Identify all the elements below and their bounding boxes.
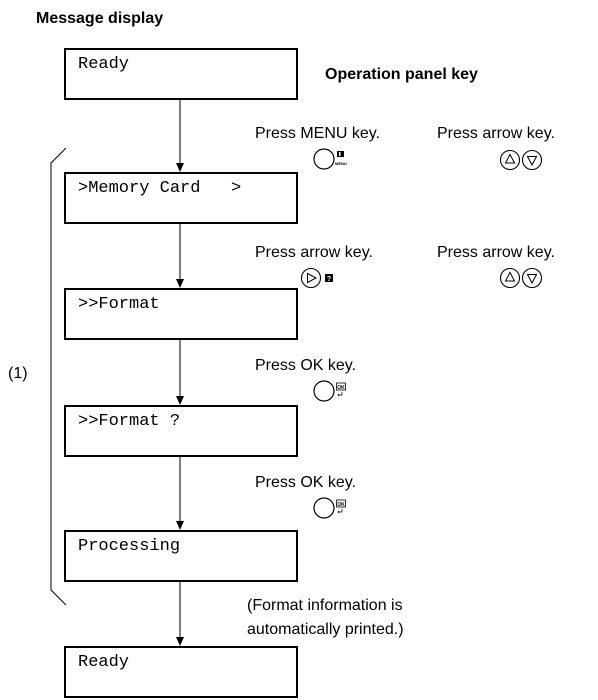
ok-key-icon: OK [313, 497, 346, 519]
message-display-heading: Message display [36, 10, 164, 27]
lcd-screen-ready: Ready [64, 48, 298, 100]
arrow-down-icon [176, 396, 184, 405]
operation-panel-key-heading: Operation panel key [325, 66, 478, 83]
lcd-text: Processing [78, 537, 181, 556]
lcd-text: >>Format [78, 295, 160, 314]
lcd-screen-ready-final: Ready [64, 646, 298, 698]
ok-key-label: OK [337, 385, 345, 391]
arrow-down-icon [176, 279, 184, 288]
format-info-line1: (Format information is [247, 597, 403, 614]
arrow-down-icon [176, 521, 184, 530]
menu-key-icon: MENU [313, 148, 347, 170]
instruction-press-menu: Press MENU key. [255, 125, 381, 142]
up-down-arrow-keys-icon [499, 267, 543, 289]
instruction-press-arrow-2: Press arrow key. [255, 244, 373, 261]
menu-key-label: MENU [335, 161, 347, 166]
lcd-screen-processing: Processing [64, 530, 298, 582]
lcd-screen-format: >>Format [64, 288, 298, 340]
instruction-press-ok-1: Press OK key. [255, 357, 357, 374]
instruction-press-arrow-1: Press arrow key. [437, 125, 555, 142]
lcd-screen-format-confirm: >>Format ? [64, 405, 298, 457]
lcd-text: Ready [78, 653, 130, 672]
arrow-down-icon [176, 163, 184, 172]
instruction-press-ok-2: Press OK key. [255, 474, 357, 491]
ok-key-icon: OK [313, 380, 346, 402]
format-info-line2: automatically printed.) [247, 621, 404, 638]
lcd-text: >>Format ? [78, 412, 181, 431]
up-down-arrow-keys-icon [499, 149, 543, 171]
arrow-down-icon [176, 637, 184, 646]
right-arrow-key-icon: ? [300, 267, 333, 289]
lcd-text: >Memory Card > [78, 179, 242, 198]
instruction-press-arrow-3: Press arrow key. [437, 244, 555, 261]
lcd-text: Ready [78, 55, 130, 74]
arrowheads [176, 163, 184, 646]
bracket-1 [50, 147, 67, 606]
svg-text:?: ? [327, 276, 331, 283]
bracket-label: (1) [8, 365, 28, 382]
ok-key-label: OK [337, 502, 345, 508]
lcd-screen-memory-card: >Memory Card > [64, 172, 298, 224]
